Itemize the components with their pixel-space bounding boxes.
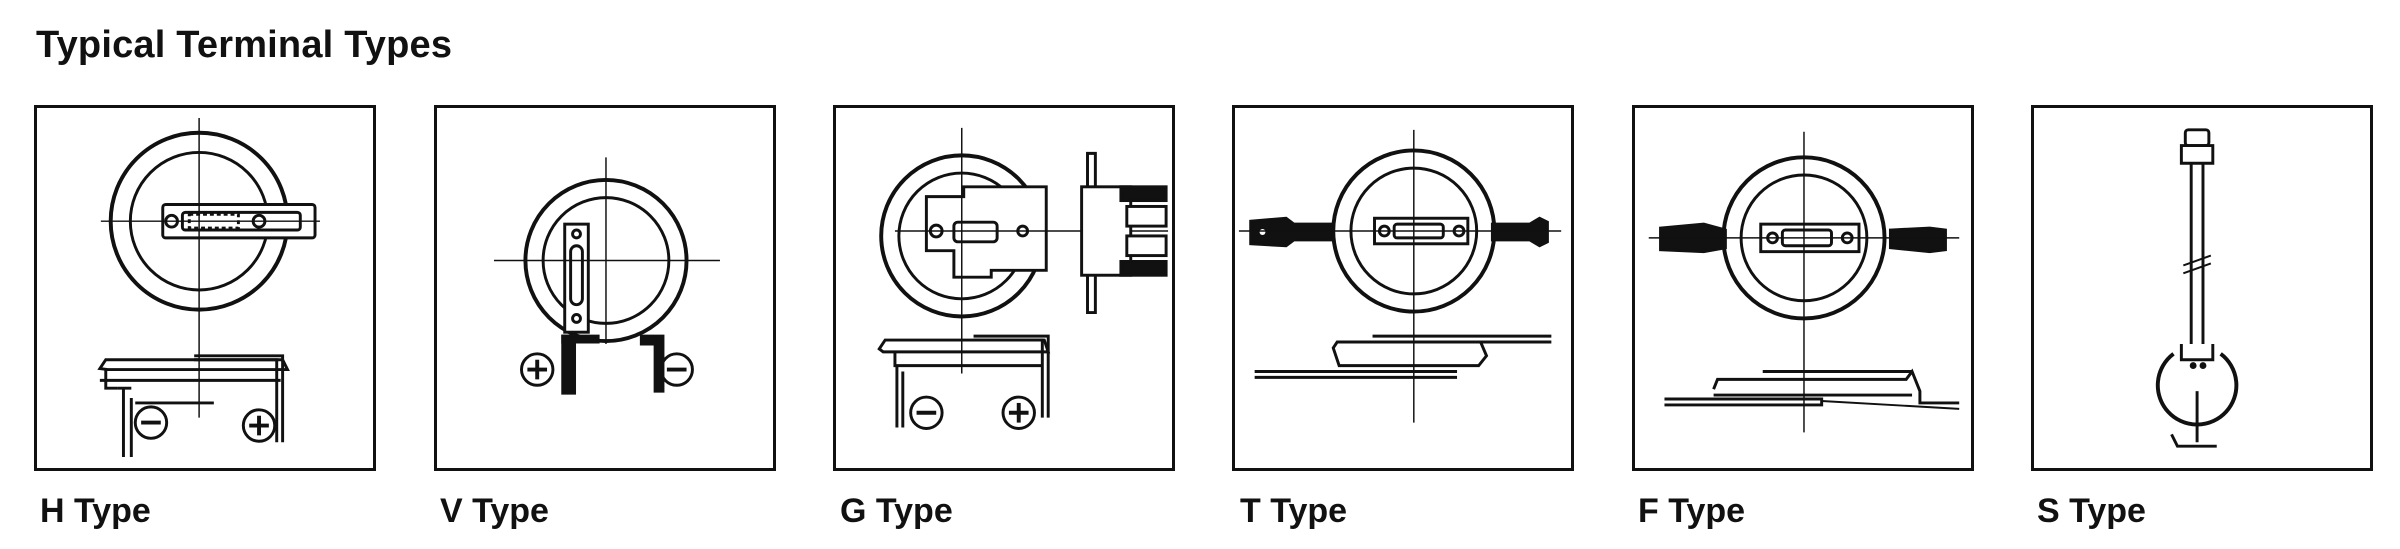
page-title: Typical Terminal Types <box>36 24 453 66</box>
g-type-diagram <box>877 127 1169 430</box>
caption-v-type: V Type <box>440 492 549 530</box>
panel-v-type <box>434 105 776 471</box>
caption-g-type: G Type <box>840 492 953 530</box>
t-type-diagram <box>1238 129 1562 423</box>
panel-f-type <box>1632 105 1974 471</box>
caption-s-type: S Type <box>2037 492 2146 530</box>
h-type-diagram <box>97 118 320 457</box>
caption-t-type: T Type <box>1240 492 1348 530</box>
caption-h-type: H Type <box>40 492 151 530</box>
panel-t-type <box>1232 105 1574 471</box>
caption-f-type: F Type <box>1638 492 1746 530</box>
panel-s-type <box>2031 105 2373 471</box>
panel-g-type <box>833 105 1175 471</box>
v-type-diagram <box>493 157 720 395</box>
panel-h-type <box>34 105 376 471</box>
s-type-diagram <box>2155 128 2239 448</box>
f-type-diagram <box>1648 131 1960 433</box>
